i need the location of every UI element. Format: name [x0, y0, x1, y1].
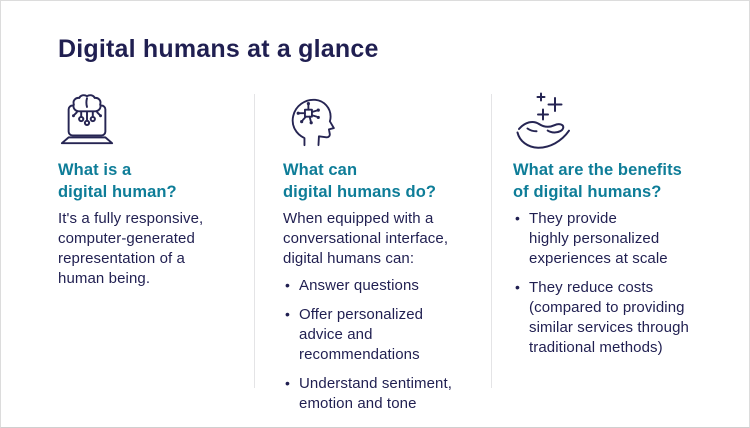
- capabilities-list: Answer questions Offer personalized advi…: [283, 275, 491, 414]
- column-heading: What can digital humans do?: [283, 161, 437, 201]
- head-network-icon: [283, 91, 491, 149]
- column-paragraph: It's a fully responsive, computer-genera…: [58, 210, 204, 287]
- column-divider: [254, 94, 255, 388]
- column-paragraph: When equipped with a conversational inte…: [283, 210, 449, 267]
- benefits-list: They provide highly personalized experie…: [513, 208, 739, 358]
- column-benefits-of-digital-humans: What are the benefits of digital humans?…: [492, 91, 749, 367]
- column-heading: What are the benefits of digital humans?: [513, 161, 682, 201]
- list-item: They reduce costs (compared to providing…: [513, 277, 739, 358]
- page-title: Digital humans at a glance: [58, 35, 379, 63]
- column-heading: What is a digital human?: [58, 161, 177, 201]
- column-what-is-a-digital-human: What is a digital human? It's a fully re…: [58, 91, 254, 289]
- hand-sparkles-icon: [513, 91, 739, 149]
- list-item: Answer questions: [283, 275, 491, 296]
- list-item: They provide highly personalized experie…: [513, 208, 739, 269]
- list-item: Understand sentiment, emotion and tone: [283, 373, 491, 414]
- columns-row: What is a digital human? It's a fully re…: [1, 91, 749, 423]
- column-what-can-digital-humans-do: What can digital humans do? When equippe…: [255, 91, 491, 423]
- laptop-brain-icon: [58, 91, 254, 149]
- list-item: Offer personalized advice and recommenda…: [283, 304, 491, 365]
- column-divider: [491, 94, 492, 388]
